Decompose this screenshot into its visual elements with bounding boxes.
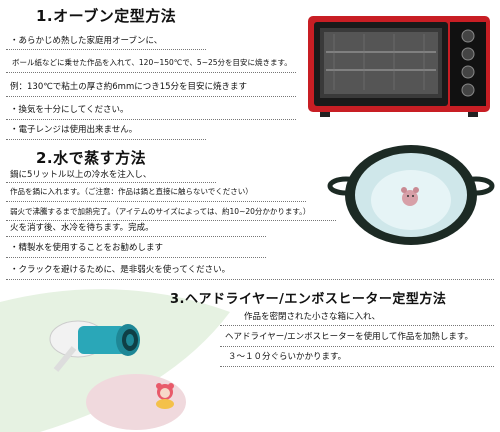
divider	[220, 325, 494, 326]
pan-illustration	[327, 145, 495, 245]
clay-figurine	[156, 383, 174, 409]
divider	[6, 182, 216, 183]
section3-title: 3.ヘアドライヤー/エンボスヒーター定型方法	[170, 292, 447, 307]
divider	[6, 49, 206, 50]
oven-illustration	[308, 16, 490, 117]
section1-title: 1.オーブン定型方法	[36, 7, 177, 25]
section2-line-6: ・クラックを避けるために、是非弱火を使ってください。	[10, 265, 231, 275]
section2-title: 2.水で蒸す方法	[36, 149, 147, 167]
section1-line-4: ・換気を十分にしてください。	[10, 105, 129, 115]
divider	[6, 257, 266, 258]
section2-line-5: ・精製水を使用することをお勧めします	[10, 243, 164, 253]
divider	[6, 279, 494, 280]
section1-line-3: 例：130℃で粘土の厚さ約6mmにつき15分を目安に焼きます	[10, 82, 248, 92]
section3-line-2: ヘアドライヤー/エンボスヒーターを使用して作品を加熱します。	[225, 332, 474, 342]
section2-line-4: 火を消す後、水冷を待ちます。完成。	[10, 223, 154, 233]
section3-line-1: 作品を密閉された小さな箱に入れ、	[244, 312, 381, 322]
section3-line-3: ３～１０分ぐらいかかります。	[228, 352, 347, 362]
divider	[220, 346, 494, 347]
divider	[6, 201, 306, 202]
section2-line-2: 作品を鍋に入れます。（ご注意：作品は鍋と直接に触らないでください）	[10, 187, 253, 196]
section1-line-1: ・あらかじめ熱した家庭用オーブンに、	[10, 36, 163, 46]
divider	[6, 96, 296, 97]
section1-line-5: ・電子レンジは使用出来ません。	[10, 125, 138, 135]
section1-line-2: ボール紙などに乗せた作品を入れて、120~150℃で、5~25分を目安に焼きます…	[12, 58, 292, 67]
divider	[6, 220, 336, 221]
divider	[6, 139, 206, 140]
divider	[6, 236, 266, 237]
hair-dryer-illustration	[49, 320, 140, 372]
section2-line-3: 弱火で沸騰するまで加熱完了。（アイテムのサイズによっては、約10~20分かかりま…	[10, 207, 311, 216]
divider	[6, 119, 296, 120]
divider	[6, 72, 296, 73]
divider	[220, 366, 494, 367]
section2-line-1: 鍋に5リットル以上の冷水を注入し、	[10, 170, 152, 180]
